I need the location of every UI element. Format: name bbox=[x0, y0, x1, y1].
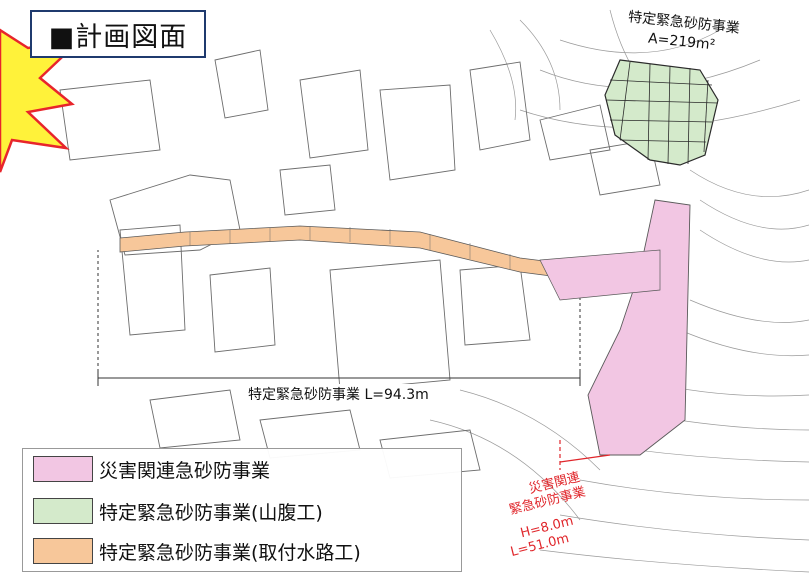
red-dimension-lines bbox=[559, 440, 611, 470]
legend-item-channel-works: 特定緊急砂防事業(取付水路工) bbox=[33, 537, 361, 565]
disaster-related-area bbox=[587, 199, 691, 456]
legend-swatch-green bbox=[33, 498, 93, 524]
map-legend: 災害関連急砂防事業 特定緊急砂防事業(山腹工) 特定緊急砂防事業(取付水路工) bbox=[22, 448, 462, 572]
legend-label: 特定緊急砂防事業(取付水路工) bbox=[99, 541, 361, 564]
page-title: ■計画図面 bbox=[30, 10, 206, 58]
mid-project-label: 特定緊急砂防事業 L=94.3m bbox=[248, 384, 429, 404]
dimension-line bbox=[97, 250, 581, 386]
hillside-grid bbox=[605, 61, 719, 165]
legend-label: 災害関連急砂防事業 bbox=[99, 459, 271, 482]
building-outlines bbox=[59, 49, 661, 479]
legend-swatch-pink bbox=[33, 456, 93, 482]
hillside-works-area bbox=[604, 59, 719, 166]
legend-item-disaster-related: 災害関連急砂防事業 bbox=[33, 455, 270, 483]
legend-item-hillside-works: 特定緊急砂防事業(山腹工) bbox=[33, 497, 323, 525]
channel-works-area bbox=[119, 225, 601, 283]
legend-label: 特定緊急砂防事業(山腹工) bbox=[99, 501, 323, 524]
legend-swatch-orange bbox=[33, 538, 93, 564]
